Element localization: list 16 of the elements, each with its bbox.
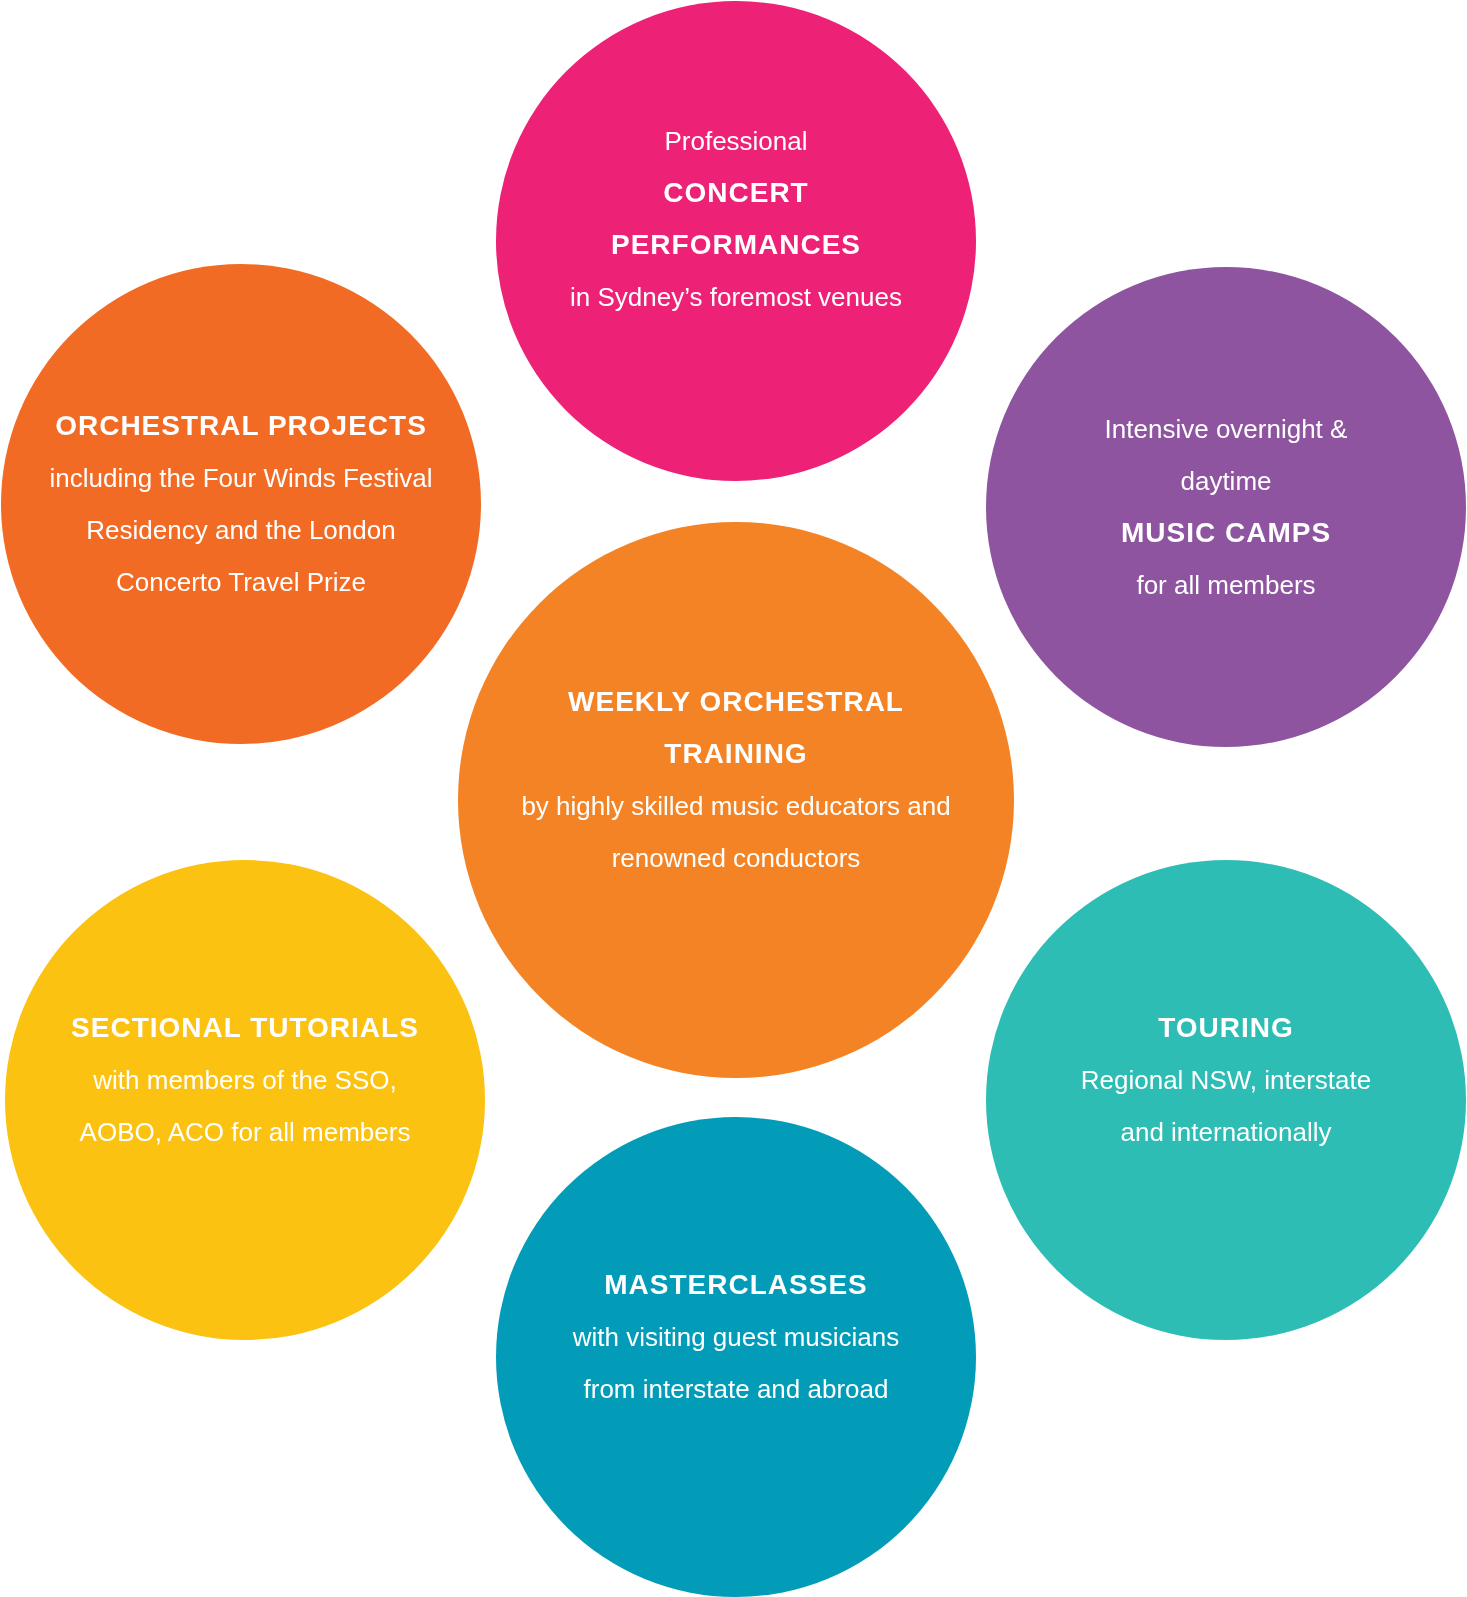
circle-text: Regional NSW, interstate and internationally: [1079, 1064, 1373, 1149]
circle-heading: SECTIONAL TUTORIALS: [70, 1011, 420, 1045]
circle-heading: CONCERT PERFORMANCES: [610, 176, 862, 262]
circle-text: with members of the SSO, AOBO, ACO for all members: [78, 1064, 412, 1149]
circle-heading: MASTERCLASSES: [603, 1268, 869, 1302]
circle-text: Professional: [663, 125, 809, 158]
circle-text: with visiting guest musicians from interstate and abroad: [571, 1321, 901, 1406]
circle-text: by highly skilled music educators and renowned conductors: [520, 790, 952, 875]
circle-text: in Sydney’s foremost venues: [569, 281, 903, 314]
circle-heading: TOURING: [1157, 1011, 1295, 1045]
circle-heading: ORCHESTRAL PROJECTS: [54, 409, 428, 443]
circle-text: Intensive overnight & daytime: [1103, 413, 1349, 498]
circle-heading: WEEKLY ORCHESTRAL TRAINING: [567, 685, 905, 771]
circle-heading: MUSIC CAMPS: [1119, 516, 1333, 550]
circle-text: including the Four Winds Festival Residency and the London Concerto Travel Prize: [48, 462, 434, 599]
circle-text: for all members: [1135, 569, 1317, 602]
